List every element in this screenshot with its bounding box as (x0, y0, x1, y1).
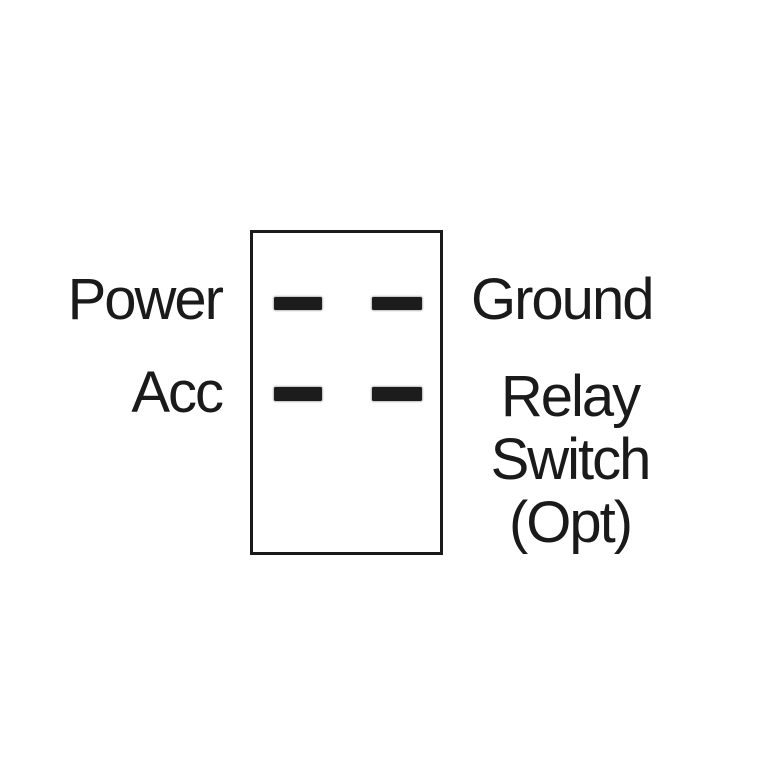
relay-switch-terminal (372, 387, 422, 401)
relay-label-line3: (Opt) (508, 490, 633, 555)
power-terminal (274, 297, 322, 310)
ground-label: Ground (471, 267, 654, 332)
relay-label-line1: Relay (500, 364, 641, 429)
acc-terminal (274, 387, 322, 401)
ground-terminal (372, 297, 422, 310)
relay-label-line2: Switch (490, 427, 652, 492)
power-label: Power (67, 267, 224, 332)
acc-label: Acc (131, 360, 224, 425)
relay-switch-opt-label: Relay Switch (Opt) (470, 365, 670, 554)
